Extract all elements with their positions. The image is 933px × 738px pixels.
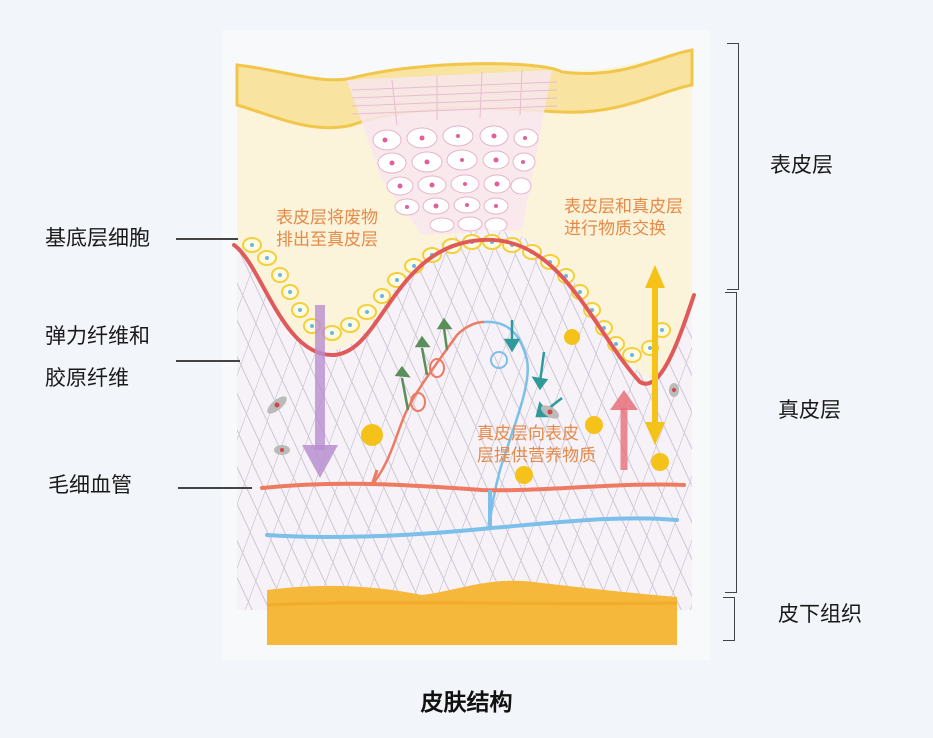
label-dermis: 真皮层 [778, 398, 841, 422]
annotation-waste: 表皮层将废物 排出至真皮层 [276, 207, 378, 251]
diagram-title: 皮肤结构 [420, 690, 513, 716]
annotation-nutrients-line2: 层提供营养物质 [477, 446, 596, 466]
label-fibers-line1: 弹力纤维和 [45, 324, 150, 348]
label-fibers-line2: 胶原纤维 [45, 366, 129, 390]
annotation-nutrients: 真皮层向表皮 层提供营养物质 [477, 423, 596, 467]
annotation-waste-line2: 排出至真皮层 [276, 230, 378, 250]
label-epidermis: 表皮层 [770, 153, 833, 177]
leader-basal-cells [176, 238, 238, 240]
annotation-exchange-line2: 进行物质交换 [564, 219, 666, 239]
label-subcutaneous: 皮下组织 [778, 602, 862, 626]
bracket-epidermis [727, 43, 739, 290]
label-basal-cells: 基底层细胞 [45, 226, 150, 250]
annotation-nutrients-line1: 真皮层向表皮 [477, 424, 579, 444]
annotation-exchange-line1: 表皮层和真皮层 [564, 197, 683, 217]
bracket-dermis [725, 292, 737, 593]
skin-structure-illustration [222, 30, 710, 660]
leader-capillaries [178, 487, 252, 489]
annotation-exchange: 表皮层和真皮层 进行物质交换 [564, 196, 683, 240]
bracket-subcutaneous [723, 597, 735, 641]
leader-fibers [176, 360, 240, 362]
label-capillaries: 毛细血管 [48, 473, 132, 497]
annotation-waste-line1: 表皮层将废物 [276, 208, 378, 228]
